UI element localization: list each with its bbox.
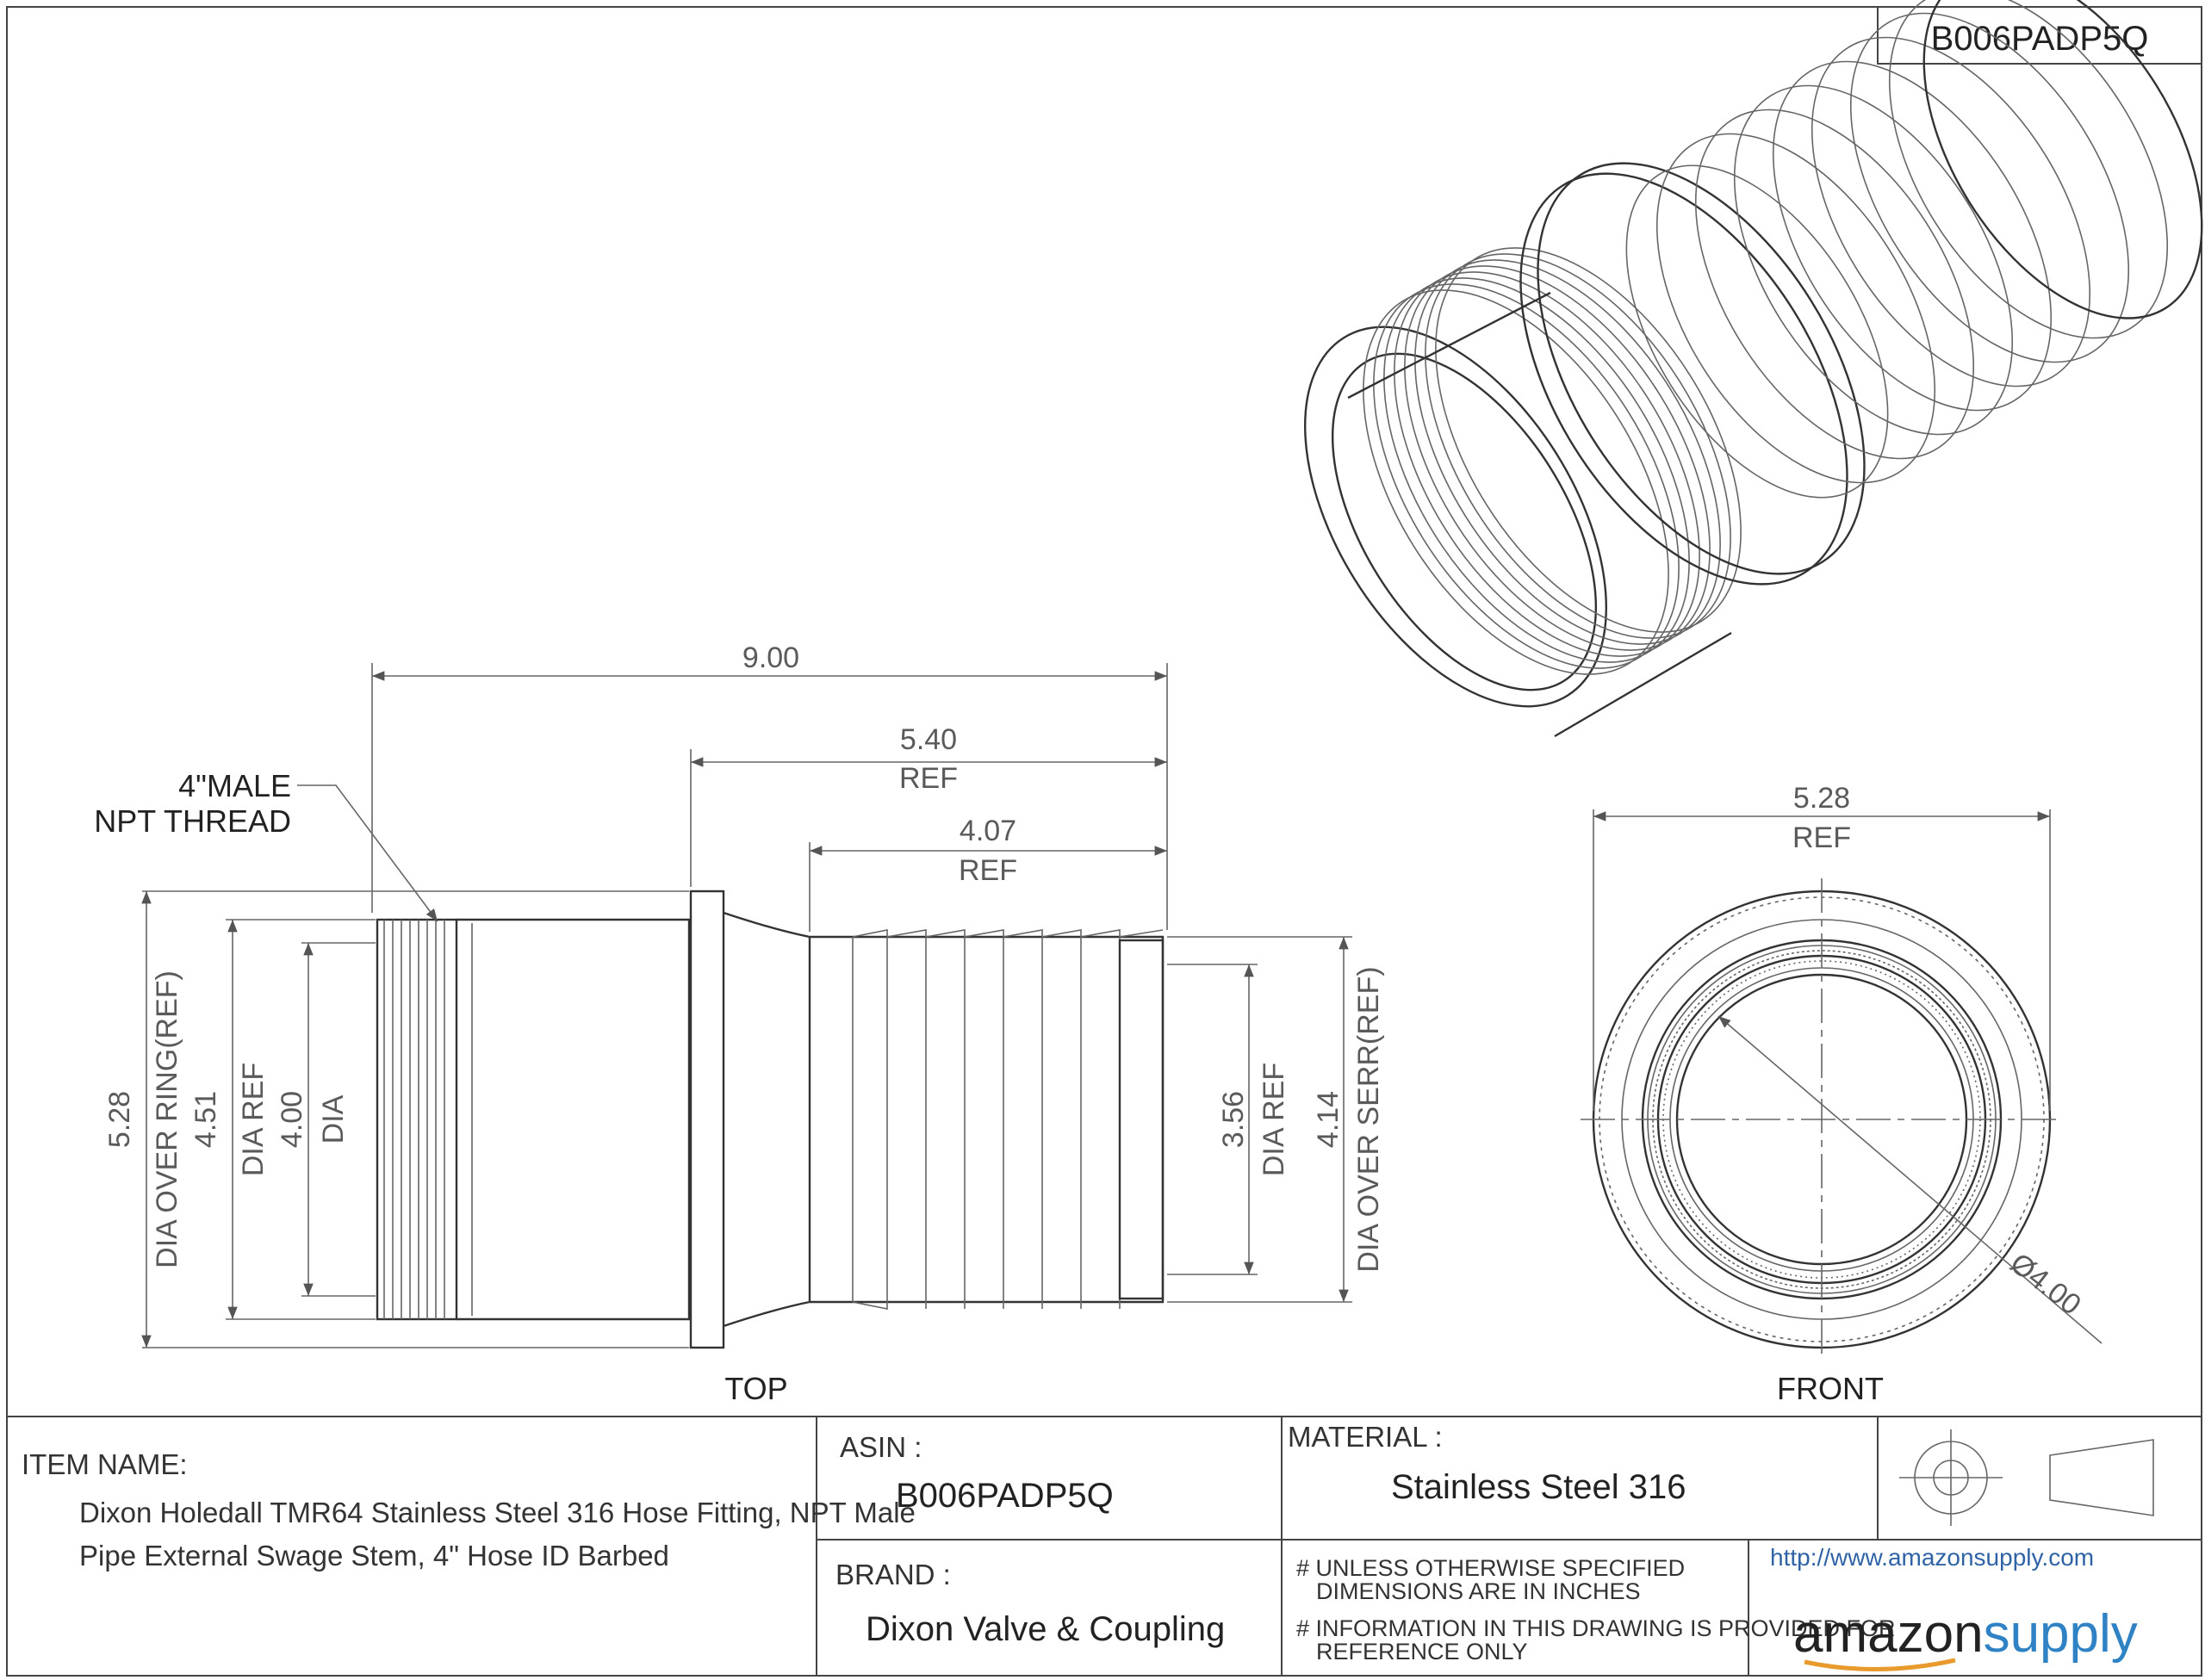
dim-ring-dia: 5.28 [103, 1091, 136, 1148]
part-number-top: B006PADP5Q [1931, 20, 2149, 58]
amazonsupply-logo: amazonsupply [1793, 1604, 2138, 1671]
dim-540: 5.40 [900, 723, 957, 756]
brand-value: Dixon Valve & Coupling [866, 1610, 1225, 1648]
logo-word-amazon: amazon [1793, 1604, 1984, 1664]
top-view [376, 890, 1165, 1349]
isometric-view [1304, 0, 2203, 738]
front-view-dimension-lines [1593, 809, 2051, 1111]
svg-text:amazonsupply: amazonsupply [1793, 1604, 2138, 1664]
dim-front-od: 5.28 [1793, 782, 1850, 815]
dim-540-note: REF [899, 762, 958, 795]
asin-label: ASIN : [840, 1431, 922, 1463]
brand-label: BRAND : [835, 1559, 951, 1590]
dim-stem-dia: 3.56 [1217, 1091, 1250, 1148]
asin-value: B006PADP5Q [896, 1477, 1114, 1515]
note2-line1: # INFORMATION IN THIS DRAWING IS PROVIDE… [1296, 1615, 1896, 1641]
dim-overall-length: 9.00 [742, 642, 799, 674]
projection-symbol [1899, 1429, 2154, 1526]
part-number-box: B006PADP5Q [1877, 6, 2202, 65]
note2-line2: REFERENCE ONLY [1316, 1639, 1528, 1665]
view-label-front: FRONT [1777, 1371, 1884, 1406]
material-value: Stainless Steel 316 [1391, 1468, 1686, 1506]
logo-word-supply: supply [1984, 1604, 2138, 1664]
item-name-line2: Pipe External Swage Stem, 4" Hose ID Bar… [79, 1540, 669, 1572]
callout-thread-line1: 4"MALE [178, 768, 291, 803]
sheet-border [6, 6, 2202, 1677]
dim-thread-dia-note: DIA REF [237, 1063, 270, 1176]
dim-ring-dia-note: DIA OVER RING(REF) [151, 970, 183, 1268]
note1-line1: # UNLESS OTHERWISE SPECIFIED [1296, 1555, 1685, 1581]
callout-thread-line2: NPT THREAD [94, 803, 291, 839]
front-view [1581, 878, 2103, 1361]
item-name-label: ITEM NAME: [22, 1448, 188, 1480]
title-block [7, 1416, 2202, 1676]
logo-smile-icon [1804, 1658, 1956, 1671]
dim-bore-dia: 4.00 [276, 1091, 308, 1148]
dim-front-id: Ø4.00 [2004, 1247, 2087, 1322]
dim-serr-dia: 4.14 [1312, 1091, 1345, 1148]
material-label: MATERIAL : [1288, 1421, 1443, 1453]
view-label-top: TOP [724, 1371, 787, 1406]
dim-407-note: REF [959, 854, 1017, 887]
dim-serr-dia-note: DIA OVER SERR(REF) [1352, 966, 1385, 1272]
dim-407: 4.07 [960, 815, 1016, 847]
top-view-dimension-lines [141, 663, 1352, 1348]
dim-front-od-note: REF [1792, 821, 1851, 854]
dim-thread-dia: 4.51 [189, 1091, 222, 1148]
url-link[interactable]: http://www.amazonsupply.com [1770, 1544, 2094, 1571]
item-name-line1: Dixon Holedall TMR64 Stainless Steel 316… [79, 1497, 916, 1528]
dim-bore-dia-note: DIA [317, 1094, 350, 1144]
dim-stem-dia-note: DIA REF [1258, 1063, 1290, 1176]
note1-line2: DIMENSIONS ARE IN INCHES [1316, 1578, 1641, 1604]
